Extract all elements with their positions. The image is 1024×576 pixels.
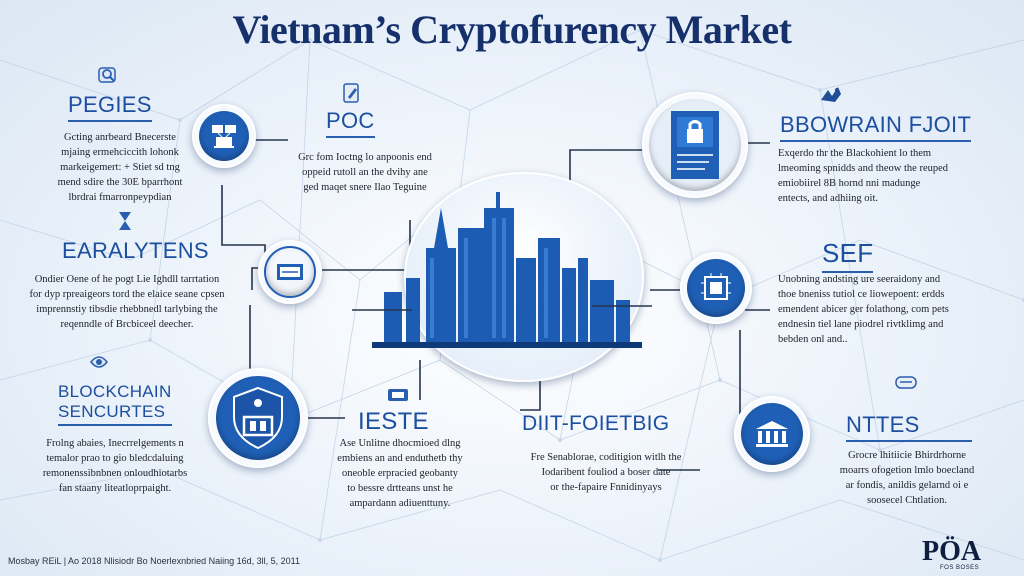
text-line: Grocre lhitiicie Bhirdrhorne — [848, 450, 966, 461]
text-line: lbrdrai fmarronpeypdian — [68, 192, 172, 203]
bank-icon — [756, 421, 788, 447]
text-line: bebden onl and.. — [778, 334, 848, 345]
text-line: Unobning andsting ure seeraidony and — [778, 274, 941, 285]
text-line: Gcting anrbeard Bnecerste — [64, 132, 176, 143]
text-line: temalor prao to gio bledcdaluing — [46, 453, 184, 464]
poc-heading: POC — [326, 108, 375, 138]
laptop-network-circle[interactable] — [192, 104, 256, 168]
text-line: ampardann adiuenttuny. — [349, 498, 451, 509]
wallet-icon — [89, 356, 109, 368]
capsule-icon — [388, 389, 408, 401]
text-line: reqenndle of Brcbiceel deecher. — [60, 319, 194, 330]
page-title: Vietnam’s Cryptofurency Market — [232, 7, 792, 52]
text-line: lmeoming spnidds and theow the reuped — [778, 163, 949, 174]
text-line: endnesin tiel lane piodrel rivtklimg and — [778, 319, 944, 330]
document-lock-circle[interactable] — [642, 92, 748, 198]
brand-logo: PÖA — [922, 536, 982, 567]
bbowrain-text: Exqerdo thr the Blackohient lo them lmeo… — [778, 146, 978, 206]
text-line: ged maqet snere Ilao Teguine — [303, 182, 427, 193]
sef-text: Unobning andsting ure seeraidony and tho… — [778, 272, 998, 347]
text-line: oppeid rutoll an the dvihy ane — [302, 167, 428, 178]
blockchain-text: Frolng abaies, Inecrrelgements n temalor… — [26, 436, 204, 496]
text-line: for dyp rpreaigeors tord the elaice sean… — [29, 289, 225, 300]
text-line: Ase Unlitne dhocmioed dlng — [339, 438, 461, 449]
poc-text: Grc fom Ioctng lo anpoonis end oppeid ru… — [290, 150, 440, 195]
text-line: entects, and adhiing oit. — [778, 193, 879, 204]
text-line: Iodaribent fouliod a boser date — [541, 467, 671, 478]
text-line: mend sdire the 30E bparrhont — [57, 177, 183, 188]
brand-logo-sub: FOS BOSES — [940, 565, 980, 571]
text-line: Fre Senablorae, coditigion witlh the — [530, 452, 682, 463]
text-line: to bessre drtteans unst he — [347, 483, 453, 494]
text-line: Exqerdo thr the Blackohient lo them — [778, 148, 932, 159]
text-line: embiens an and enduthetb thy — [337, 453, 463, 464]
sef-heading: SEF — [822, 238, 874, 273]
building-circuit-circle[interactable] — [680, 252, 752, 324]
laptop-network-icon — [212, 125, 236, 148]
text-line: remonenssibnbnen onloudhiotarbs — [42, 468, 188, 479]
dit-heading: DIIT-FOIETBIG — [522, 412, 670, 435]
pegies-text: Gcting anrbeard Bnecerste mjaing ermehci… — [22, 130, 218, 205]
bank-circle[interactable] — [734, 396, 810, 472]
text-line: emiobiirel 8B hornd nni madunge — [778, 178, 921, 189]
ieste-text: Ase Unlitne dhocmioed dlng embiens an an… — [326, 436, 474, 511]
pen-icon — [343, 83, 359, 103]
nttes-text: Grocre lhitiicie Bhirdrhorne moarrs ofog… — [822, 448, 992, 508]
city-skyline-circle[interactable] — [352, 172, 652, 382]
text-line: Grc fom Ioctng lo anpoonis end — [298, 152, 432, 163]
presentation-icon — [895, 376, 917, 389]
ieste-heading: IESTE — [358, 408, 429, 435]
blockchain-heading-line2: SENCURTES — [58, 402, 172, 426]
hourglass-icon — [119, 212, 131, 230]
text-line: or the-fapaire Fnnidinyays — [550, 482, 662, 493]
blockchain-heading-line1: BLOCKCHAIN — [58, 382, 172, 401]
text-line: Frolng abaies, Inecrrelgements n — [46, 438, 184, 449]
dit-text: Fre Senablorae, coditigion witlh the Iod… — [516, 450, 696, 495]
text-line: moarrs ofogetion lmlo boecland — [839, 465, 975, 476]
building-circuit-icon — [701, 273, 731, 300]
nttes-heading: NTTES — [846, 412, 972, 442]
footer-note: Mosbay REiL | Ao 2018 Nlisiodr Bo Noerle… — [8, 556, 301, 566]
shield-chain-icon — [233, 386, 283, 450]
bird-icon — [821, 87, 841, 102]
text-line: oneoble erpracied geobanty — [341, 468, 459, 479]
pegies-heading: PEGIES — [68, 92, 152, 122]
earalytens-text: Ondier Oene of he pogt Lie Ighdll tarrta… — [14, 272, 240, 332]
earalytens-heading: EARALYTENS — [62, 238, 209, 263]
board-icon — [277, 264, 303, 280]
text-line: fan staany liteatloprpaight. — [58, 483, 172, 494]
bbowrain-heading: BBOWRAIN FJOIT — [780, 112, 972, 142]
city-skyline-icon — [352, 192, 652, 348]
shield-chain-circle[interactable] — [208, 368, 308, 468]
text-line: markeigemert: + Stiet sd tng — [60, 162, 180, 173]
text-line: imprennstiy tibsdie rhebbnedl tarlybing … — [36, 304, 218, 315]
text-line: mjaing ermehciccith lohonk — [61, 147, 179, 158]
blockchain-heading: BLOCKCHAIN SENCURTES — [58, 382, 172, 426]
text-line: thoe bneniss tutiol ce liowepoent: erdds — [778, 289, 945, 300]
document-lock-icon — [671, 111, 719, 179]
presentation-board-circle[interactable] — [258, 240, 322, 304]
text-line: soosecel Chtlation. — [867, 495, 947, 506]
magnifier-icon — [98, 67, 116, 83]
text-line: Ondier Oene of he pogt Lie Ighdll tarrta… — [34, 274, 220, 285]
text-line: ar fondis, anildis gelarnd oi e — [845, 480, 969, 491]
text-line: emendent abicer ger folathong, com pets — [778, 304, 949, 315]
